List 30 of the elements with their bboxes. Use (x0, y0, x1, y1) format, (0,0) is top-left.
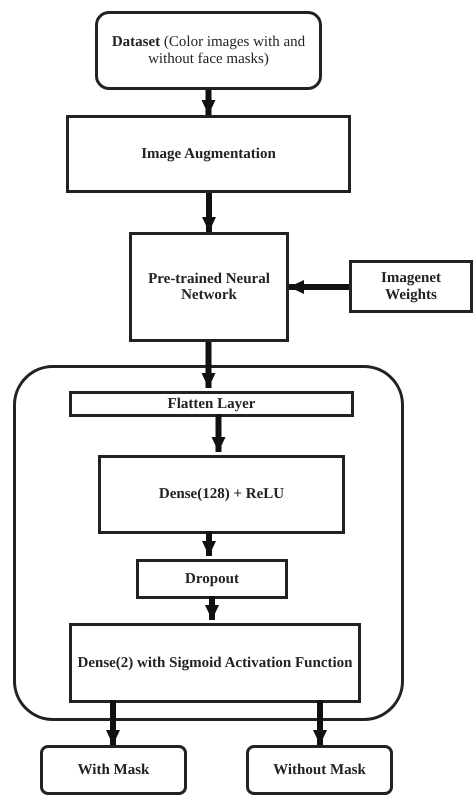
group-box (13, 365, 404, 721)
arrow (106, 700, 120, 745)
box-label: Dropout (184, 570, 240, 588)
process-box (246, 745, 393, 795)
arrow (202, 342, 216, 388)
arrow (202, 193, 216, 232)
arrow (205, 596, 219, 620)
arrow (313, 700, 327, 745)
box-label: Flatten Layer (166, 396, 256, 412)
box-label: Image Augmentation (140, 146, 277, 162)
box-label: With Mask (76, 762, 150, 778)
arrow (202, 90, 216, 115)
arrow (202, 531, 216, 556)
box-label: Without Mask (272, 762, 367, 778)
arrow (289, 280, 349, 294)
process-box (40, 745, 187, 795)
box-label: Pre-trained Neural Network (147, 270, 271, 304)
process-box (69, 391, 354, 417)
process-box (69, 623, 361, 703)
box-label: Dataset (Color images with and without face masks) (110, 34, 306, 67)
process-box (95, 11, 322, 90)
box-label: Imagenet Weights (380, 270, 442, 303)
box-label: Dense(128) + ReLU (158, 486, 286, 503)
process-box (136, 559, 288, 599)
process-box (349, 260, 473, 313)
process-box (129, 232, 289, 342)
process-box (66, 115, 351, 193)
box-label: Dense(2) with Sigmoid Activation Function (76, 654, 354, 672)
arrow (212, 414, 226, 452)
process-box (98, 455, 345, 534)
